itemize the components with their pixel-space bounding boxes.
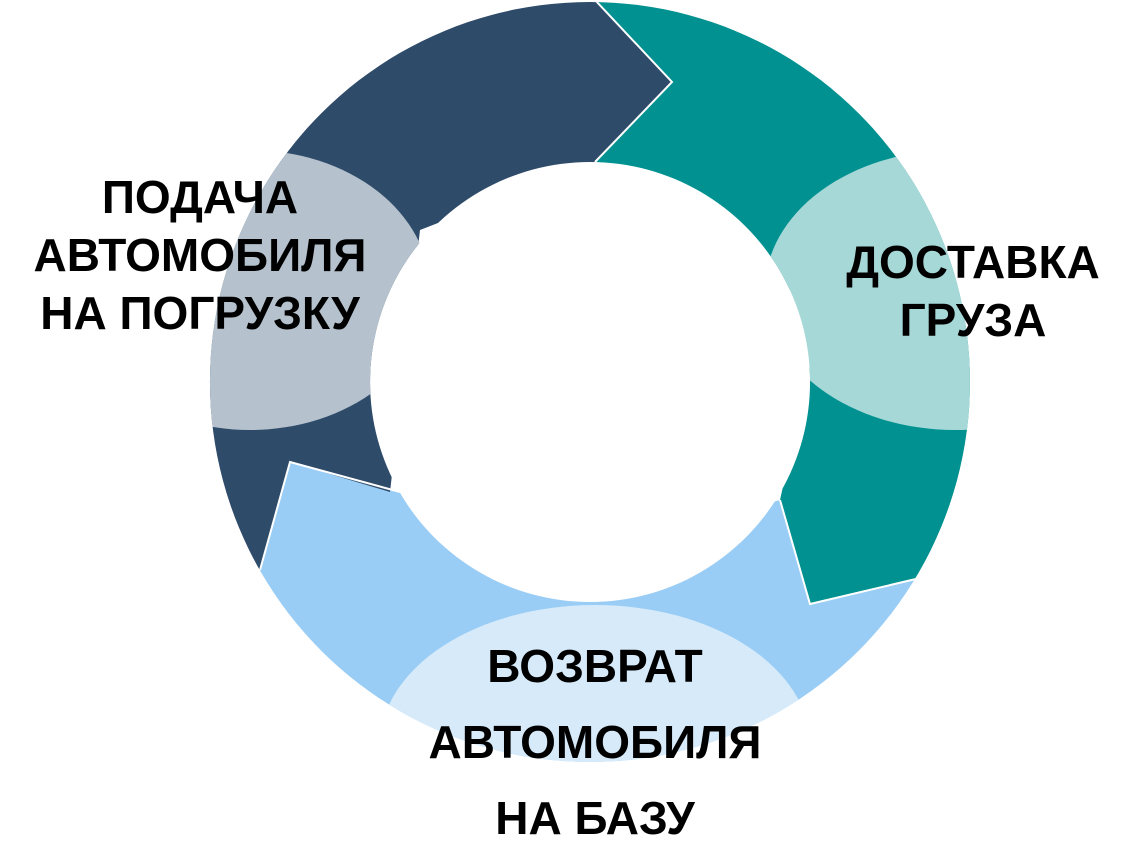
label-line: ДОСТАВКА	[846, 236, 1100, 288]
blob-delivery	[765, 150, 970, 430]
step-label-loading: ПОДАЧА АВТОМОБИЛЯ НА ПОГРУЗКУ	[0, 168, 400, 342]
blob-loading	[209, 150, 430, 430]
step-label-return: ВОЗВРАТ АВТОМОБИЛЯ НА БАЗУ	[395, 628, 795, 856]
label-line: ГРУЗА	[899, 294, 1047, 346]
label-line: ВОЗВРАТ	[487, 640, 703, 692]
label-line: АВТОМОБИЛЯ	[33, 229, 367, 281]
label-line: АВТОМОБИЛЯ	[428, 716, 762, 768]
label-line: НА БАЗУ	[495, 792, 695, 844]
label-line: НА ПОГРУЗКУ	[40, 287, 360, 339]
blob-return	[380, 605, 810, 762]
label-line: ПОДАЧА	[101, 171, 299, 223]
step-label-delivery: ДОСТАВКА ГРУЗА	[818, 233, 1126, 349]
